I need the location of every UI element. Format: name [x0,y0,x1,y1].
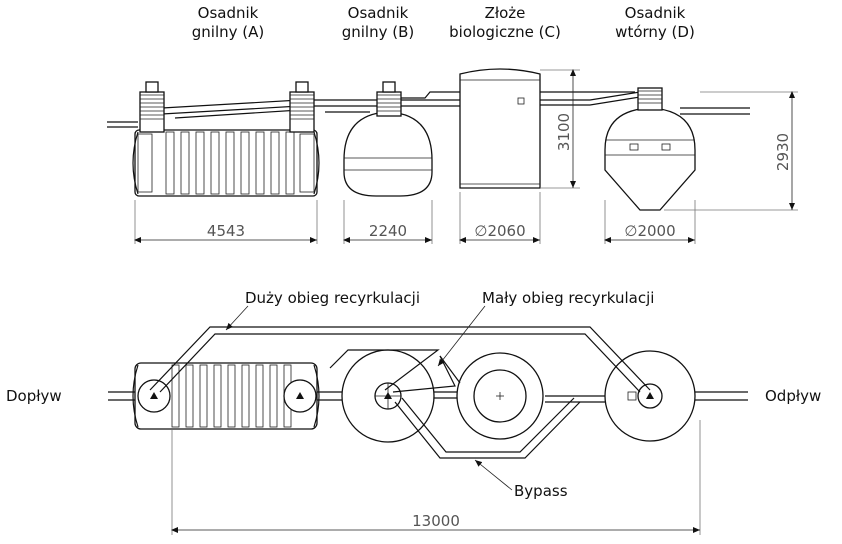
tank-c-side [459,68,541,189]
top-view: 13000 Duży obieg recyrkulacji Mały obieg… [6,289,821,535]
label-inflow: Dopływ [6,387,62,405]
tank-d-top [604,350,696,442]
tank-d-label-line1: Osadnik [625,4,686,22]
rib [270,131,280,195]
dim-total-length: 13000 [412,512,460,530]
label-outflow: Odpływ [765,387,821,405]
tank-a-top-ribs [171,364,292,428]
tank-a-turret-rings [140,94,314,120]
rib [171,364,180,428]
tank-c-label-line2: biologiczne (C) [449,23,561,41]
leader-recirc-large [225,305,249,331]
rib [210,131,220,195]
tank-d-label: Osadnik wtórny (D) [615,4,695,41]
dim-height-c: 3100 [555,113,573,151]
tank-b-side [343,81,433,197]
tank-c-top [456,352,544,440]
bypass-pipe [394,397,581,459]
dim-len-a: 4543 [207,222,245,240]
tank-a-top [132,362,320,430]
dim-height-d: 2930 [774,133,792,171]
tank-b-turret-rings [377,94,401,112]
dim-dia-c: ∅2060 [474,222,525,240]
tank-a-label: Osadnik gnilny (A) [192,4,264,41]
tank-c-label: Złoże biologiczne (C) [449,4,561,41]
leader-recirc-small [437,305,486,367]
rib [185,364,194,428]
label-bypass: Bypass [514,482,568,500]
side-dimensions: 4543 2240 ∅2060 ∅2000 3100 2930 [134,69,798,244]
tank-a-label-line2: gnilny (A) [192,23,264,41]
rib [213,364,222,428]
tank-b-label-line1: Osadnik [348,4,409,22]
rib [227,364,236,428]
rib [195,131,205,195]
rib [180,131,190,195]
rib [240,131,250,195]
recirc-large-pipe [149,326,651,393]
label-recirc-large: Duży obieg recyrkulacji [245,289,420,307]
dim-len-b: 2240 [369,222,407,240]
rib [255,364,264,428]
tank-d-label-line2: wtórny (D) [615,23,695,41]
leader-bypass [474,459,513,491]
rib [165,131,175,195]
dim-dia-d: ∅2000 [624,222,675,240]
tank-a-side [132,81,320,197]
rib [241,364,250,428]
tank-a-label-line1: Osadnik [198,4,259,22]
rib [225,131,235,195]
tank-d-turret-rings [638,90,662,104]
rib [269,364,278,428]
tank-b-top [341,349,435,443]
rib [255,131,265,195]
tank-d-side [604,87,696,211]
total-dimension: 13000 [171,420,701,535]
tank-c-label-line1: Złoże [485,4,526,22]
tank-b-label: Osadnik gnilny (B) [342,4,415,41]
label-recirc-small: Mały obieg recyrkulacji [482,289,654,307]
tank-b-label-line2: gnilny (B) [342,23,415,41]
tank-a-ribs [165,131,295,195]
side-view: 4543 2240 ∅2060 ∅2000 3100 2930 [107,68,798,244]
rib [199,364,208,428]
